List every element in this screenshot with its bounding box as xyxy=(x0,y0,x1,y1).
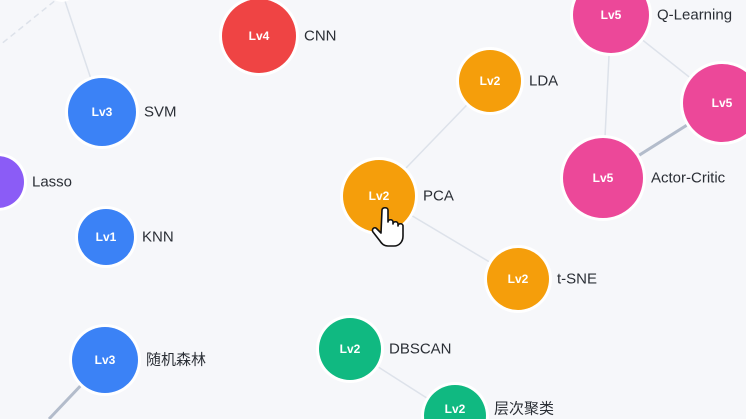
node-label: 随机森林 xyxy=(146,352,206,369)
node-label: t-SNE xyxy=(557,271,597,288)
graph-node-ql[interactable]: Lv5 Q-Learning xyxy=(570,0,732,56)
node-circle[interactable] xyxy=(68,78,136,146)
node-label: KNN xyxy=(142,229,174,246)
node-level-badge: Lv2 xyxy=(445,402,466,416)
node-circle[interactable] xyxy=(72,327,138,393)
graph-node-knn[interactable]: Lv1 KNN xyxy=(75,206,174,268)
graph-node-lasso[interactable]: Lasso xyxy=(0,153,72,211)
node-circle[interactable] xyxy=(459,50,521,112)
node-level-badge: Lv5 xyxy=(712,96,733,110)
node-circle[interactable] xyxy=(683,63,746,142)
graph-node-cnn[interactable]: Lv4 CNN xyxy=(219,0,337,76)
node-level-badge: Lv4 xyxy=(249,29,270,43)
graph-node-rl5[interactable]: Lv5 xyxy=(680,61,746,146)
node-label: Actor-Critic xyxy=(651,170,726,187)
graph-node-svm[interactable]: Lv3 SVM xyxy=(65,75,177,149)
node-label: CNN xyxy=(304,28,337,45)
node-level-badge: Lv2 xyxy=(340,342,361,356)
node-level-badge: Lv5 xyxy=(593,171,614,185)
graph-node-partial[interactable] xyxy=(48,0,76,2)
node-label: 层次聚类 xyxy=(494,401,554,418)
node-level-badge: Lv2 xyxy=(480,74,501,88)
node-level-badge: Lv3 xyxy=(95,353,116,367)
node-circle[interactable] xyxy=(424,384,486,419)
graph-node-lda[interactable]: Lv2 LDA xyxy=(456,47,558,115)
graph-edge xyxy=(0,0,57,46)
node-circle[interactable] xyxy=(222,0,296,73)
node-level-badge: Lv2 xyxy=(508,272,529,286)
graph-node-dbscan[interactable]: Lv2 DBSCAN xyxy=(316,315,452,383)
graph-node-pca[interactable]: Lv2 PCA xyxy=(340,157,454,235)
graph-node-tsne[interactable]: Lv2 t-SNE xyxy=(484,245,597,313)
node-level-badge: Lv5 xyxy=(601,8,622,22)
node-circle[interactable] xyxy=(343,160,415,232)
node-label: Q-Learning xyxy=(657,7,732,24)
node-label: LDA xyxy=(529,73,558,90)
node-label: DBSCAN xyxy=(389,341,452,358)
node-level-badge: Lv3 xyxy=(92,105,113,119)
node-circle[interactable] xyxy=(0,156,24,208)
node-circle[interactable] xyxy=(487,248,549,310)
node-label: SVM xyxy=(144,104,177,121)
graph-node-hc[interactable]: Lv2 层次聚类 xyxy=(420,382,554,419)
node-circle[interactable] xyxy=(563,138,643,218)
node-level-badge: Lv1 xyxy=(96,230,117,244)
hand-cursor-icon xyxy=(371,206,404,247)
node-circle[interactable] xyxy=(78,209,134,265)
node-level-badge: Lv2 xyxy=(369,189,390,203)
graph-node-ac[interactable]: Lv5 Actor-Critic xyxy=(560,135,726,221)
node-circle[interactable] xyxy=(573,0,649,53)
node-label: PCA xyxy=(423,188,454,205)
node-circle[interactable] xyxy=(319,318,381,380)
node-label: Lasso xyxy=(32,174,72,191)
graph-node-rf[interactable]: Lv3 随机森林 xyxy=(69,324,206,396)
